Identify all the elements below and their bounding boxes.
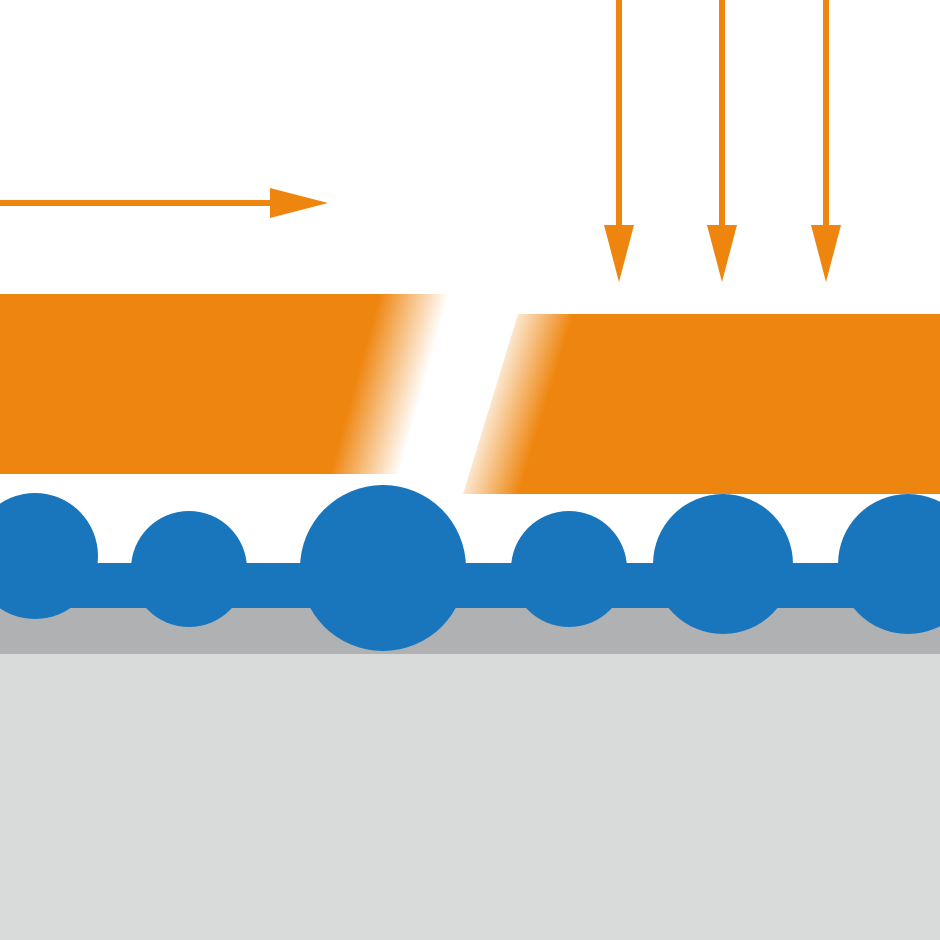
- blue-bump: [131, 511, 247, 627]
- intermediate-layer: [0, 608, 940, 654]
- blue-bump: [300, 485, 466, 651]
- blue-bump: [0, 493, 98, 619]
- substrate: [0, 654, 940, 940]
- arrow-down-icon: [811, 0, 841, 282]
- orange-block-left: [0, 294, 452, 474]
- orange-block-right: [463, 314, 940, 494]
- textured-blue-layer: [0, 485, 940, 651]
- arrow-down-icon: [707, 0, 737, 282]
- arrow-down-icon: [604, 0, 634, 282]
- arrow-right-icon: [0, 188, 328, 218]
- blue-bump: [838, 494, 940, 634]
- blue-bump: [511, 511, 627, 627]
- blue-bump: [653, 494, 793, 634]
